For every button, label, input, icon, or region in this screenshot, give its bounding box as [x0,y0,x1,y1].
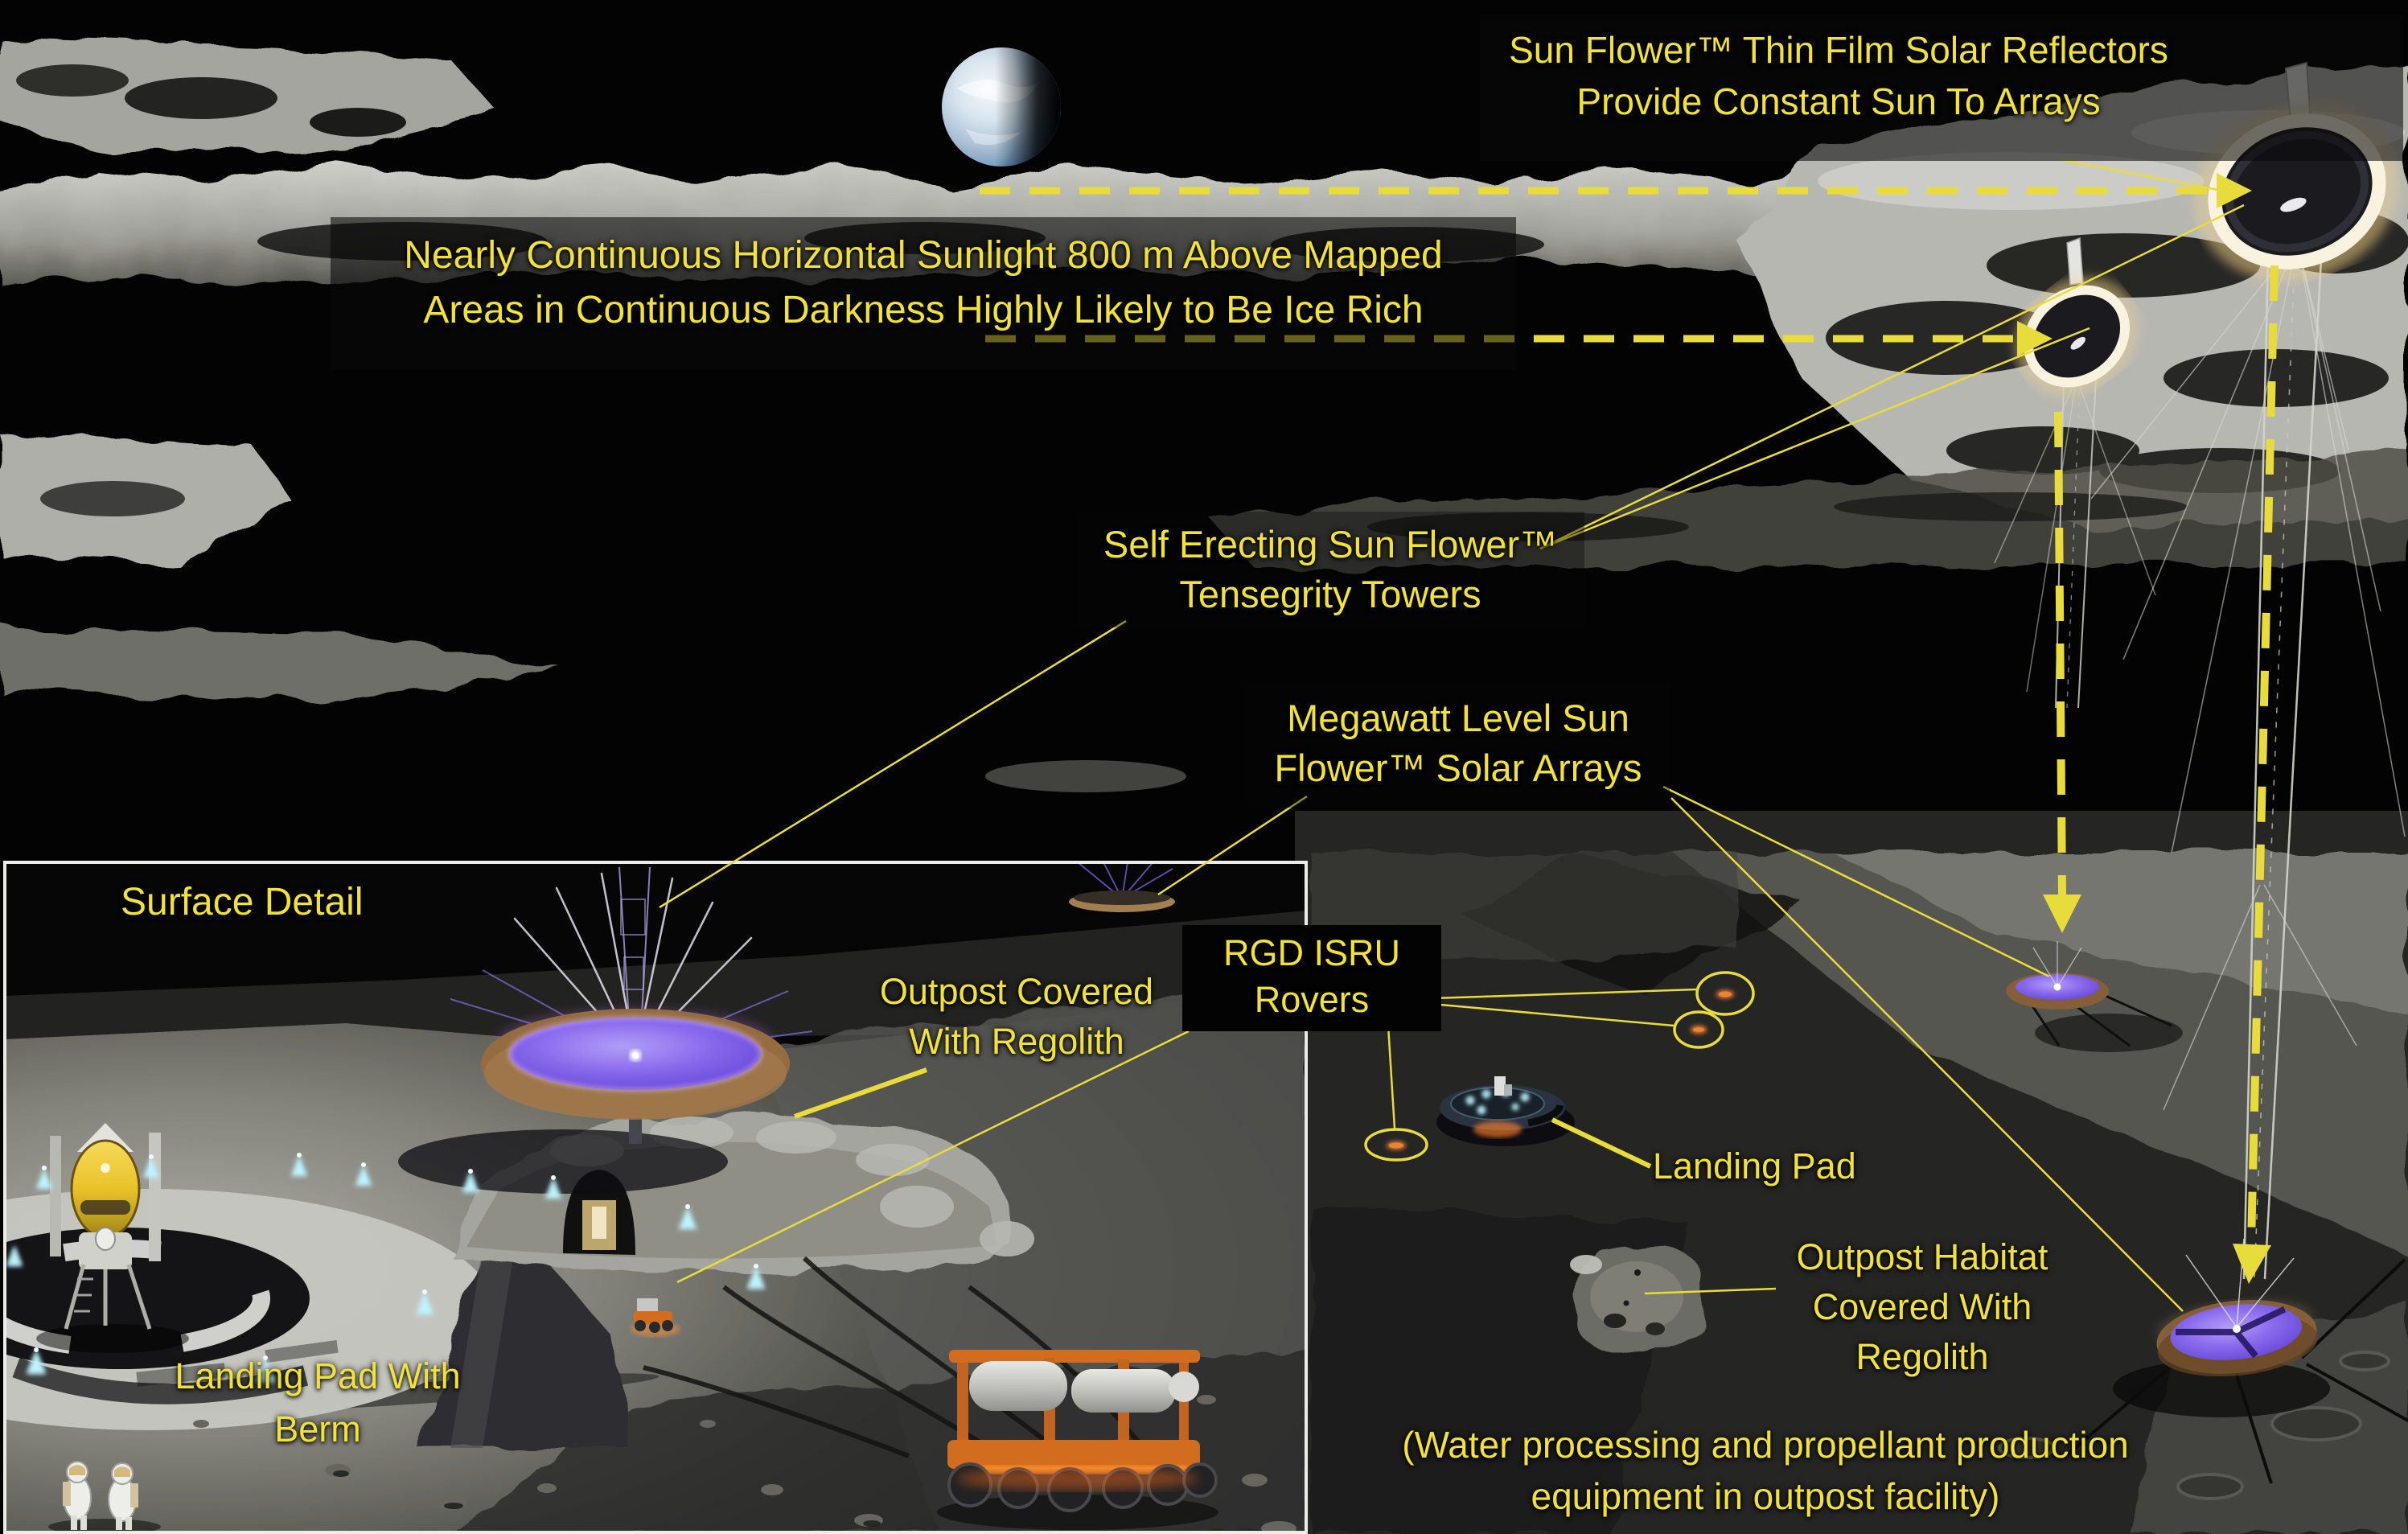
tensegrity-label-panel [1076,512,1584,627]
landing-pad-berm-line1: Landing Pad With [175,1355,461,1396]
surface-detail-label: Surface Detail [121,880,523,924]
sunlight-note-line2: Areas in Continuous Darkness Highly Like… [423,289,1424,331]
sun-flower-title-panel [1480,14,2403,161]
outpost-covered-line1: Outpost Covered [879,971,1154,1012]
landing-pad-text: Landing Pad [1653,1145,1856,1186]
rover-callout-ellipses [1364,971,1755,1162]
outpost-habitat-line3: Regolith [1855,1336,1989,1377]
outpost-habitat-line1: Outpost Habitat [1796,1236,2048,1277]
sunlight-note: Nearly Continuous Horizontal Sunlight 80… [331,228,1516,338]
landing-pad-berm-line2: Berm [274,1409,361,1450]
megawatt-line2: Flower™ Solar Arrays [1274,746,1642,789]
rgd-isru-rovers-label: RGD ISRU Rovers [1182,930,1441,1023]
landing-pad-label: Landing Pad [1653,1145,1974,1187]
surface-detail-text: Surface Detail [121,881,364,923]
beam-arrow-right [2247,265,2279,1244]
sun-flower-title-line1: Sun Flower™ Thin Film Solar Reflectors [1509,29,2168,71]
sunlight-note-line1: Nearly Continuous Horizontal Sunlight 80… [404,234,1443,277]
outpost-habitat-label: Outpost Habitat Covered With Regolith [1745,1232,2099,1382]
rgd-line1: RGD ISRU [1222,932,1400,973]
megawatt-line1: Megawatt Level Sun [1287,697,1629,739]
megawatt-arrays-label: Megawatt Level Sun Flower™ Solar Arrays [1247,693,1670,793]
outpost-covered-label: Outpost Covered With Regolith [836,967,1197,1067]
arrowheads [2017,173,2271,1284]
beam-arrow-mid [2054,411,2066,895]
megawatt-label-panel [1247,684,1670,808]
rgd-rovers-panel [1182,925,1441,1031]
water-processing-note: (Water processing and propellant product… [1331,1419,2200,1522]
water-processing-line1: (Water processing and propellant product… [1402,1424,2129,1466]
outpost-covered-line2: With Regolith [909,1021,1124,1062]
tensegrity-towers-label: Self Erecting Sun Flower™ Tensegrity Tow… [1076,520,1584,619]
outpost-habitat-line2: Covered With [1812,1286,2032,1327]
sun-flower-title: Sun Flower™ Thin Film Solar Reflectors P… [1477,24,2200,127]
tensegrity-line1: Self Erecting Sun Flower™ [1103,523,1558,565]
landing-pad-berm-label: Landing Pad With Berm [133,1350,503,1456]
rgd-line2: Rovers [1254,979,1370,1020]
water-processing-line2: equipment in outpost facility) [1531,1475,2000,1517]
sun-flower-title-line2: Provide Constant Sun To Arrays [1576,80,2101,122]
tensegrity-line2: Tensegrity Towers [1179,573,1481,615]
sunlight-note-panel [331,217,1516,370]
